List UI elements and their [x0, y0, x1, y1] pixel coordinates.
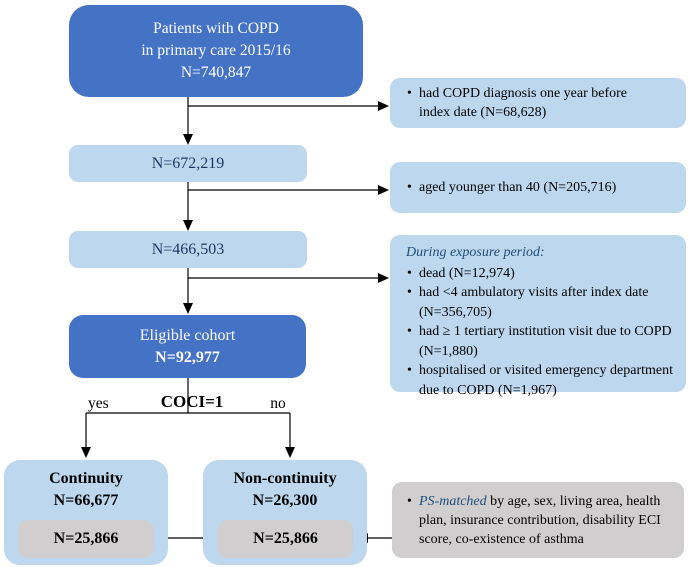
arrowhead-down-step3: [183, 220, 193, 231]
exclusion-bullet: had COPD diagnosis one year before index…: [406, 84, 660, 123]
non-continuity-n: N=26,300: [252, 492, 318, 509]
non-continuity-title: Non-continuity: [233, 470, 337, 487]
flow-box-copd-patients: Patients with COPD in primary care 2015/…: [69, 5, 363, 97]
ps-matching-note: PS-matched by age, sex, living area, hea…: [392, 482, 684, 558]
arrowhead-right-exclusion2: [378, 185, 389, 195]
exclusion-bullet: had ≥ 1 tertiary institution visit due t…: [406, 322, 678, 361]
arrowhead-down-continuity: [81, 447, 91, 458]
arrowhead-down-non-continuity: [285, 447, 295, 458]
branch-label-yes: yes: [88, 395, 109, 412]
exclusion-bullet: dead (N=12,974): [406, 264, 678, 284]
continuity-title: Continuity: [49, 470, 123, 487]
eligible-cohort-title: Eligible cohort: [139, 326, 236, 344]
arrowhead-down-eligible: [183, 303, 193, 314]
branch-label-no: no: [270, 395, 286, 412]
box-top-line2: in primary care 2015/16: [141, 42, 291, 59]
flow-box-continuity: Continuity N=66,677 N=25,866: [4, 460, 168, 565]
arrowhead-right-exclusion3: [378, 273, 389, 283]
ps-matching-text: by age, sex, living area, health plan, i…: [419, 493, 661, 547]
eligible-cohort-n: N=92,977: [155, 348, 220, 366]
flow-box-n672219: N=672,219: [69, 145, 307, 182]
arrowhead-right-exclusion1: [378, 101, 389, 111]
box-top-line1: Patients with COPD: [153, 20, 279, 37]
exclusion-bullet: hospitalised or visited emergency depart…: [406, 361, 678, 400]
flow-box-n466503: N=466,503: [69, 231, 307, 268]
exclusion-note-copd-diagnosis: had COPD diagnosis one year before index…: [390, 78, 686, 128]
branch-condition-coci: COCI=1: [160, 392, 224, 411]
exposure-period-title: During exposure period:: [406, 245, 545, 260]
box-top-line3: N=740,847: [180, 64, 252, 81]
flow-box-eligible-cohort: Eligible cohort N=92,977: [69, 315, 306, 378]
non-continuity-matched-box: N=25,866: [218, 520, 353, 558]
exclusion-note-exposure-period: During exposure period: dead (N=12,974) …: [390, 235, 686, 398]
exclusion-note-age: aged younger than 40 (N=205,716): [390, 162, 686, 213]
ps-matching-bullet: PS-matched by age, sex, living area, hea…: [406, 492, 678, 549]
exposure-period-list: dead (N=12,974) had <4 ambulatory visits…: [406, 264, 678, 401]
exclusion-bullet: aged younger than 40 (N=205,716): [406, 178, 674, 198]
flow-box-non-continuity: Non-continuity N=26,300 N=25,866: [203, 460, 367, 565]
continuity-matched-box: N=25,866: [18, 520, 154, 558]
exclusion-bullet: had <4 ambulatory visits after index dat…: [406, 283, 678, 322]
continuity-n: N=66,677: [53, 492, 119, 509]
ps-matched-label: PS-matched: [419, 493, 487, 509]
arrowhead-down-step2: [183, 134, 193, 145]
